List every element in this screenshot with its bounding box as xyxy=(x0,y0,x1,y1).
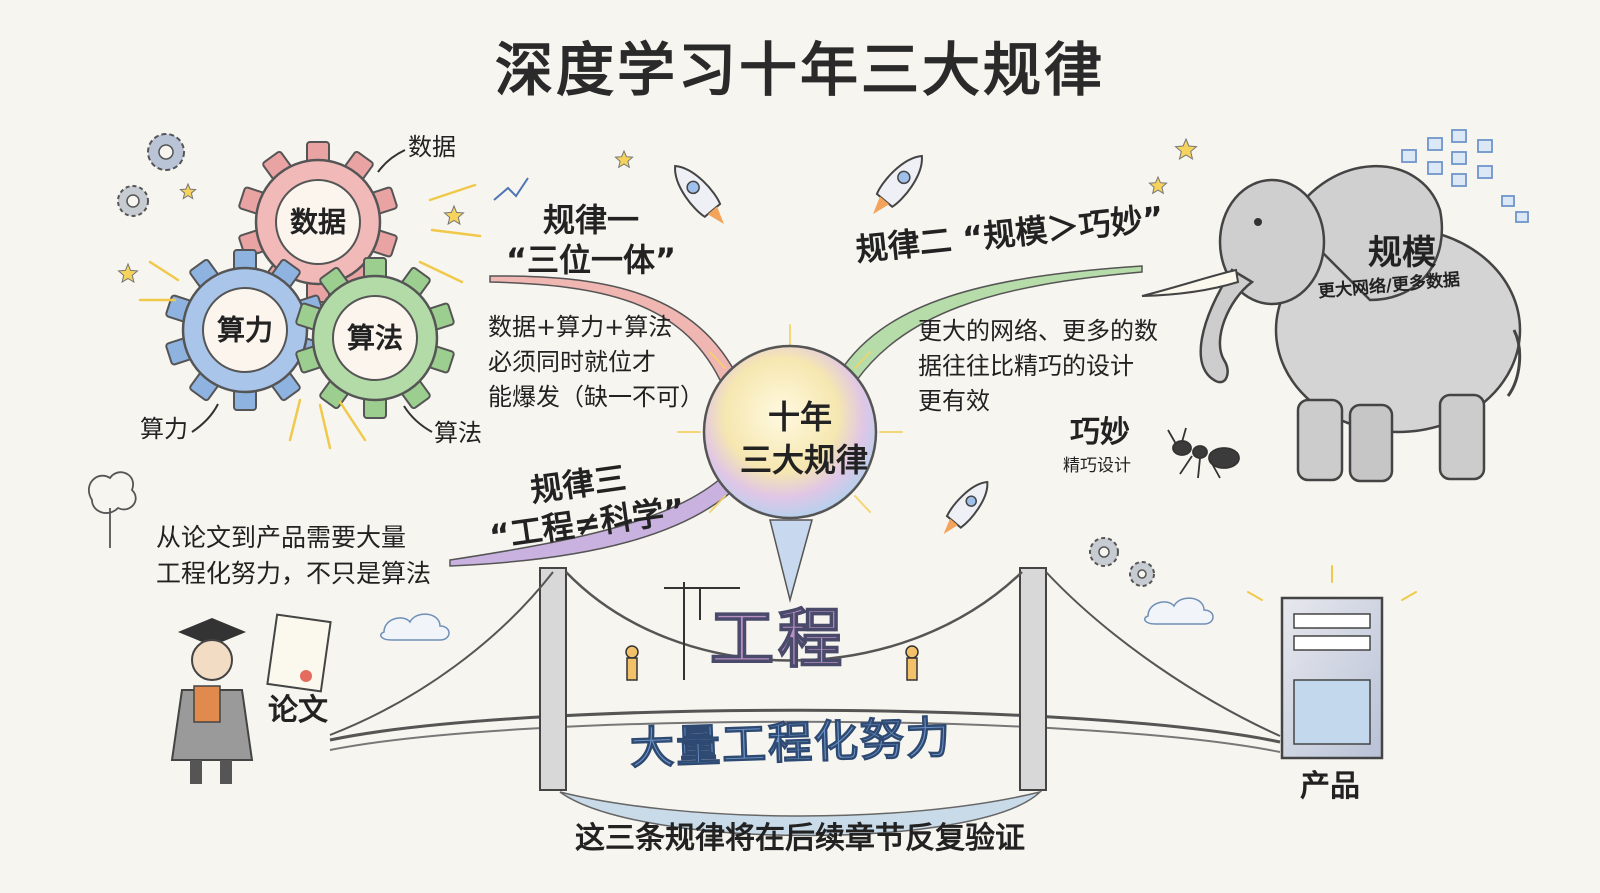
tree-icon xyxy=(88,471,137,548)
arrow-icon xyxy=(191,403,219,433)
star-icon xyxy=(1148,175,1168,195)
gear-algorithm-icon xyxy=(295,257,455,419)
star-icon xyxy=(179,182,197,200)
certificate-icon xyxy=(266,613,332,693)
gear-note-algorithm: 算法 xyxy=(434,419,482,447)
gear-note-compute: 算力 xyxy=(140,415,188,443)
law1-title-line1: 规律一 xyxy=(542,201,639,239)
law2-desc: 更大的网络、更多的数 据往往比精巧的设计 更有效 xyxy=(918,314,1158,418)
server-icon xyxy=(1280,596,1384,760)
law1-title-line2: “三位一体” xyxy=(506,241,677,279)
small-gear-icon xyxy=(117,185,149,217)
elephant-icon xyxy=(1141,165,1522,483)
law3-desc-line: 工程化努力，不只是算法 xyxy=(156,559,432,589)
arrow-icon xyxy=(377,149,406,173)
paper-label: 论文 xyxy=(268,693,328,728)
engineering-label: 工程 xyxy=(709,602,846,678)
gear-label-compute: 算力 xyxy=(216,313,274,347)
star-icon xyxy=(614,149,634,169)
page-title: 深度学习十年三大规律 xyxy=(494,36,1105,104)
cloud-icon xyxy=(1143,597,1214,625)
server-glow xyxy=(1247,565,1417,601)
clever-label: 巧妙 xyxy=(1070,415,1130,450)
law1-title: 规律一 “三位一体” xyxy=(506,200,676,280)
orb-glow xyxy=(677,324,903,513)
cloud-icon xyxy=(379,613,450,641)
small-gear-icon xyxy=(1089,537,1119,567)
star-icon xyxy=(117,262,139,284)
rocket-icon xyxy=(674,164,724,225)
star-icon xyxy=(443,204,465,226)
scale-label: 规模 xyxy=(1368,233,1436,273)
center-label-line2: 三大规律 xyxy=(740,441,869,480)
ant-icon xyxy=(1167,427,1240,479)
product-label: 产品 xyxy=(1300,769,1360,804)
network-icon xyxy=(1401,129,1529,223)
bridge xyxy=(329,567,1281,837)
law2-desc-line: 更大的网络、更多的数 xyxy=(918,317,1158,345)
gear-label-algorithm: 算法 xyxy=(346,321,404,355)
law3-desc-line: 从论文到产品需要大量 xyxy=(156,523,407,552)
branch-down xyxy=(769,519,813,603)
effort-label: 大量工程化努力 xyxy=(629,712,954,775)
law3-desc: 从论文到产品需要大量 工程化努力，不只是算法 xyxy=(156,520,431,593)
small-gear-icon xyxy=(1129,561,1155,587)
center-label: 十年 三大规律 xyxy=(740,396,869,482)
law1-desc: 数据+算力+算法 必须同时就位才 能爆发（缺一不可） xyxy=(488,310,704,414)
gear-compute-icon xyxy=(165,249,325,411)
graduate-icon xyxy=(170,618,254,784)
star-icon xyxy=(1174,137,1198,160)
law1-desc-line: 必须同时就位才 xyxy=(488,347,656,376)
gear-note-data: 数据 xyxy=(408,133,456,161)
law2-desc-line: 据往往比精巧的设计 xyxy=(918,351,1134,380)
clever-sublabel: 精巧设计 xyxy=(1063,456,1131,476)
center-label-line1: 十年 xyxy=(767,398,832,436)
rocket-icon xyxy=(873,154,923,215)
law1-desc-line: 能爆发（缺一不可） xyxy=(488,382,704,411)
law1-desc-line: 数据+算力+算法 xyxy=(488,313,673,341)
arrow-icon xyxy=(403,405,433,433)
footer-note: 这三条规律将在后续章节反复验证 xyxy=(575,821,1025,856)
rocket-icon xyxy=(943,480,989,535)
law2-desc-line: 更有效 xyxy=(918,386,990,415)
center-orb xyxy=(702,344,878,520)
crane-icon xyxy=(664,582,740,680)
burst-lines xyxy=(138,183,482,450)
worker-icon xyxy=(625,645,919,681)
gear-label-data: 数据 xyxy=(289,205,347,239)
small-gear-icon xyxy=(147,133,185,171)
trend-arrow-icon xyxy=(493,177,529,201)
